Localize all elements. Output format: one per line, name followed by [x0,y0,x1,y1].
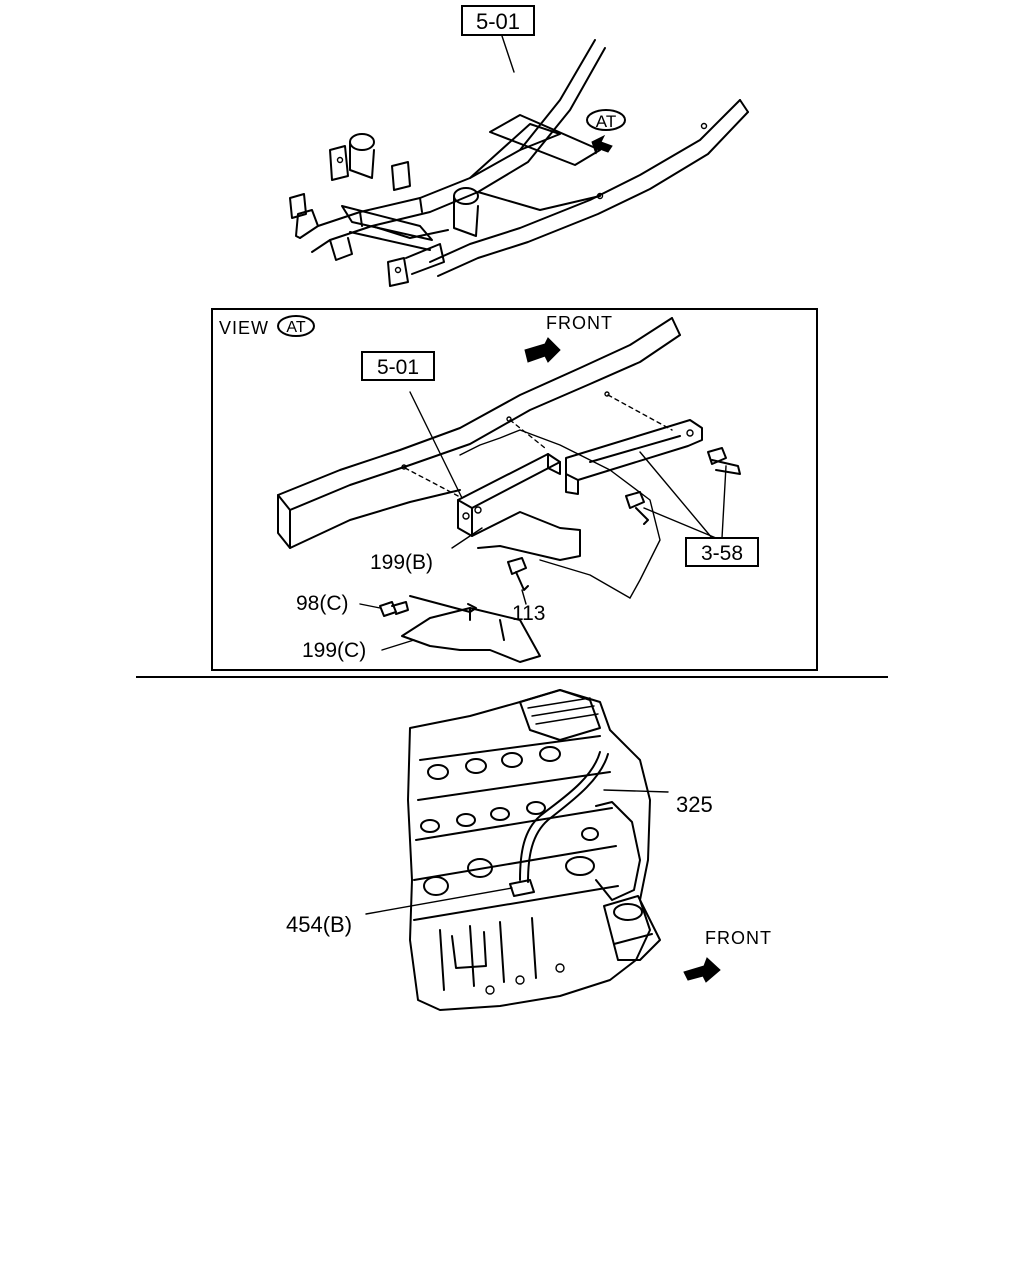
top-ref-box-label: 5-01 [476,9,520,34]
front-indicator-view: FRONT [524,313,613,363]
callout-454b: 454(B) [286,912,352,937]
callout-113: 113 [512,602,545,625]
front-label-view: FRONT [546,313,613,333]
view-ref-box-frame-label: 5-01 [377,356,419,379]
view-ref-box-bolts: 3-58 [685,537,759,567]
view-prefix-label: VIEW [219,318,269,338]
callout-325: 325 [676,792,713,817]
front-arrow-icon-view [524,337,561,363]
callout-98c: 98(C) [296,592,349,615]
front-indicator-engine: FRONT [683,928,772,983]
top-view-tag: AT [586,109,626,131]
callout-199c: 199(C) [302,639,366,662]
chassis-frame-illustration [289,35,749,287]
frame-rail-detail [277,317,741,663]
view-tag-label: AT [286,319,305,336]
front-label-engine: FRONT [705,928,772,948]
top-view-tag-label: AT [596,112,616,131]
front-arrow-icon-engine [683,957,721,983]
engine-block-illustration [365,689,669,1011]
top-ref-box: 5-01 [461,5,535,36]
view-ref-box-bolts-label: 3-58 [701,542,743,565]
view-panel-title: VIEW AT [219,315,315,338]
view-panel-frame [211,308,818,671]
view-ref-box-frame: 5-01 [361,351,435,381]
callout-199b: 199(B) [370,551,433,574]
